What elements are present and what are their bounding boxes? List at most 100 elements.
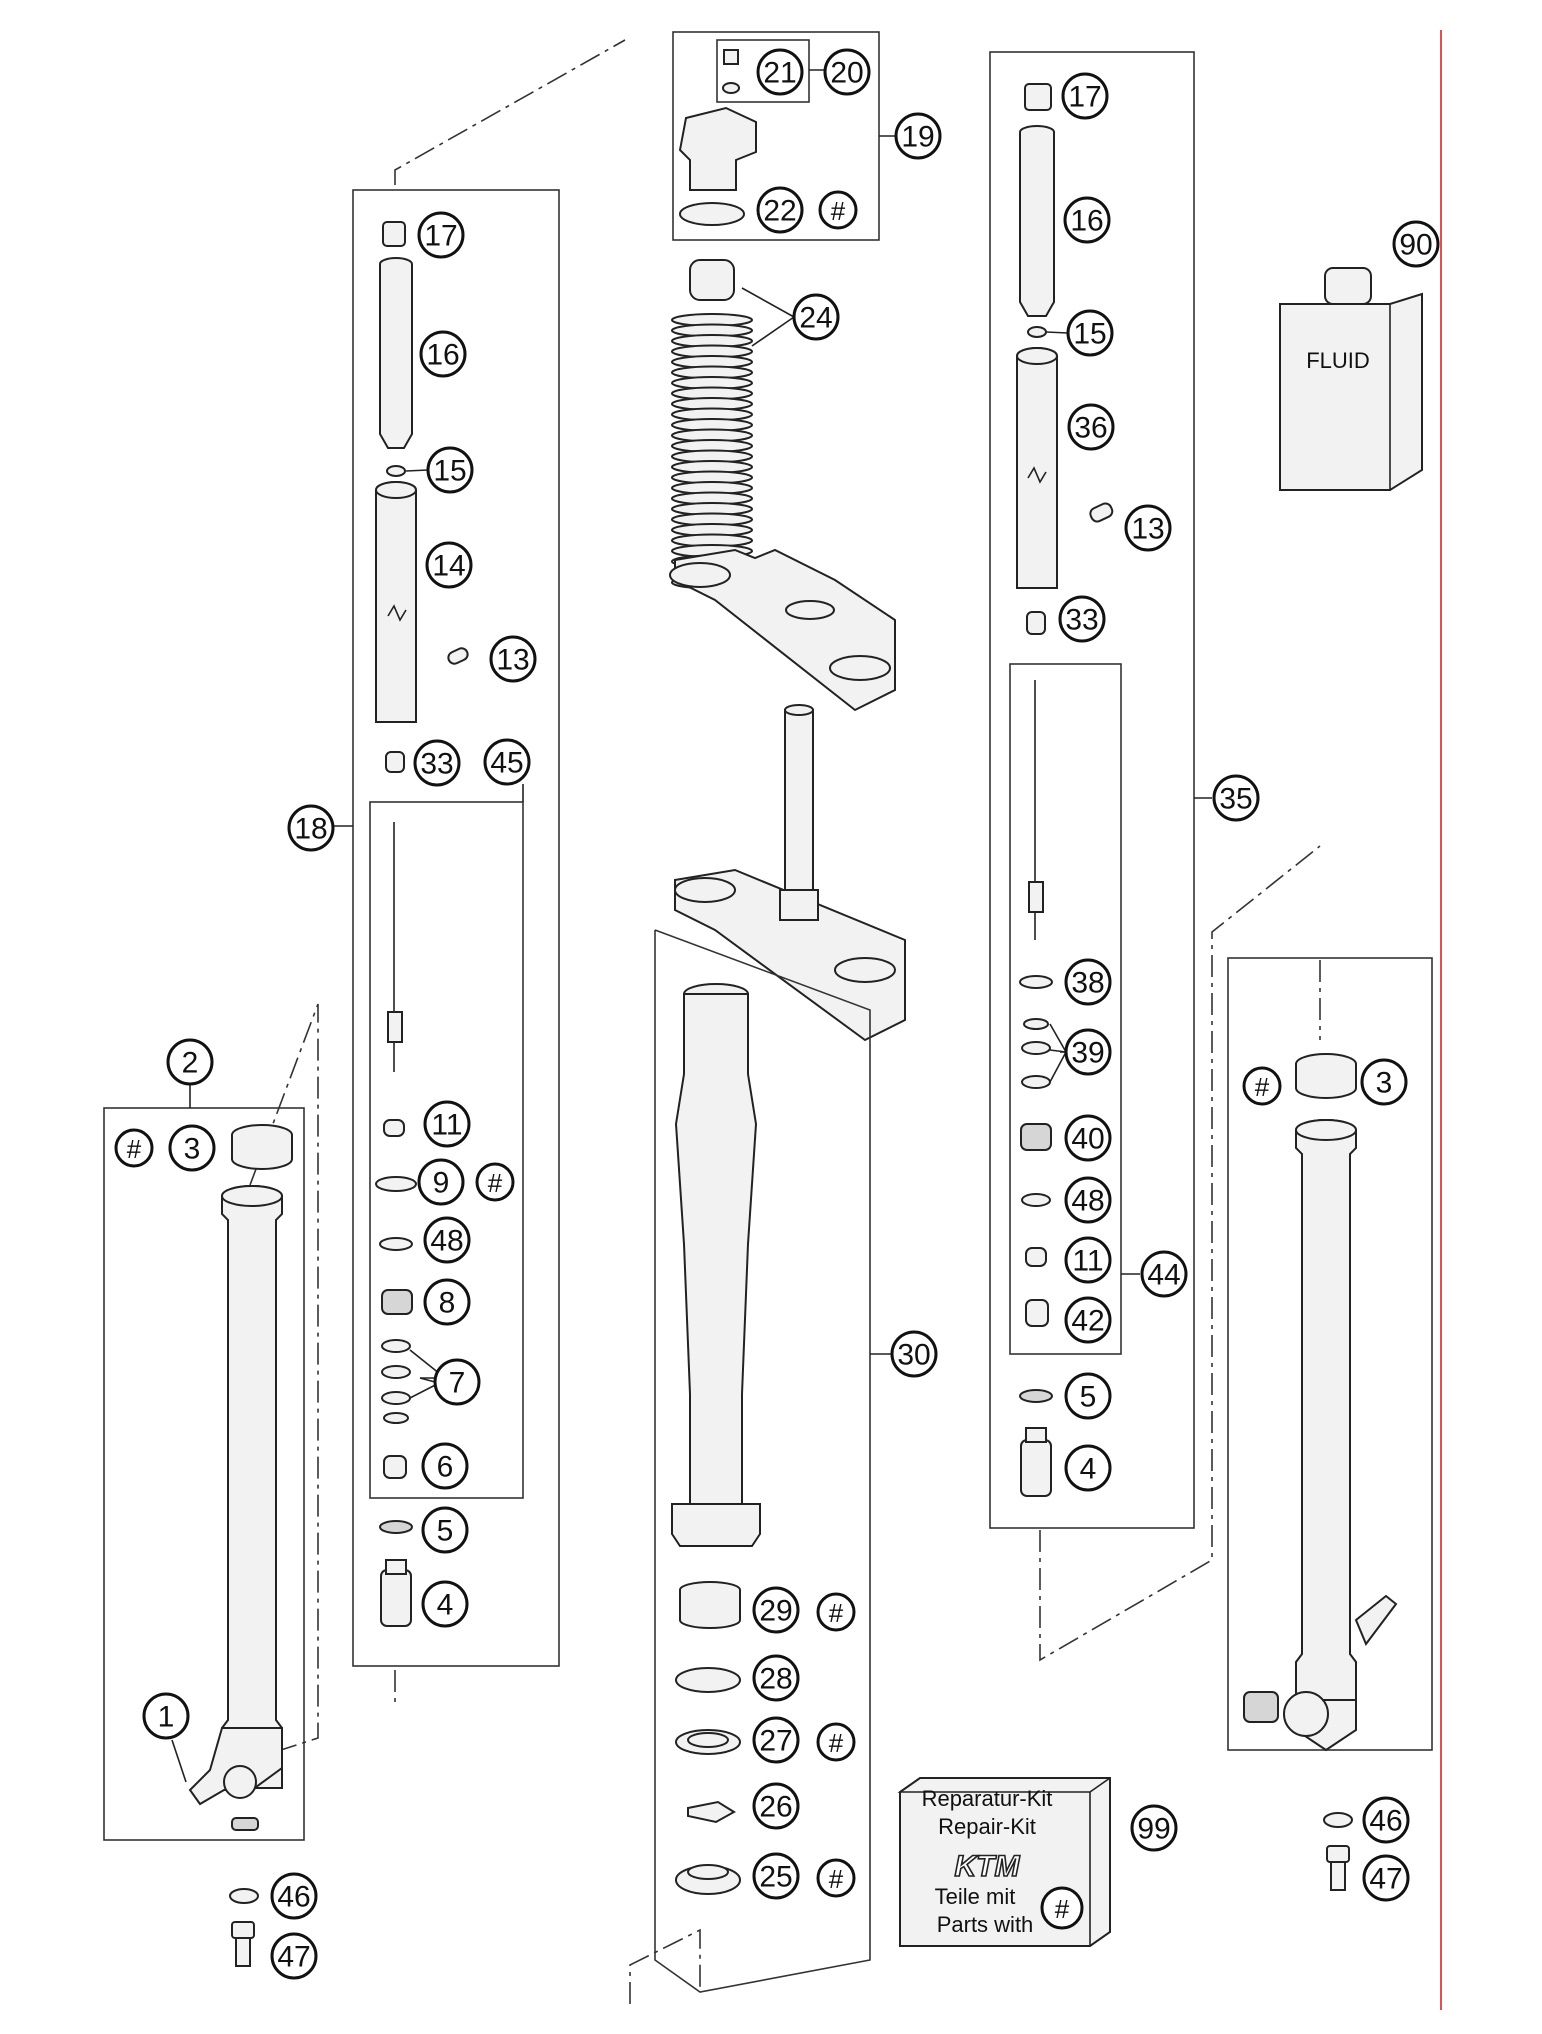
callout-number: 16 (1070, 205, 1103, 238)
right-cartridge-box (989, 51, 1195, 1529)
tube-box (654, 929, 871, 1993)
callout-number: 17 (424, 220, 457, 253)
callout-circle (1058, 595, 1106, 643)
part-callout: 47 (1362, 1854, 1410, 1902)
callout-circle (421, 1442, 469, 1490)
part-callout: 33 (1058, 595, 1106, 643)
part-callout: 8 (423, 1278, 471, 1326)
callout-circle (816, 1858, 856, 1898)
part-callout: 46 (1362, 1796, 1410, 1844)
ktm-logo: KTM (955, 1850, 1021, 1883)
left-damper-box (369, 801, 524, 1499)
part-callout: 45 (483, 738, 531, 786)
part-callout: 24 (792, 293, 840, 341)
part-callout: 27 (752, 1716, 800, 1764)
callout-number: 11 (1072, 1245, 1103, 1278)
callout-number: 24 (799, 302, 832, 335)
hash-callout: # (114, 1128, 154, 1168)
part-callout: 13 (1124, 504, 1172, 552)
hash-callout: # (816, 1858, 856, 1898)
callout-number: 14 (432, 550, 465, 583)
callout-number: # (829, 1598, 844, 1628)
callout-number: 3 (184, 1133, 201, 1166)
part-callout: 38 (1064, 958, 1112, 1006)
callout-number: 15 (1073, 318, 1106, 351)
part-callout: 33 (413, 739, 461, 787)
callout-circle (792, 293, 840, 341)
callout-circle (270, 1932, 318, 1980)
hash-callout: # (1040, 1886, 1084, 1930)
callout-number: 4 (437, 1589, 454, 1622)
part-callout: 5 (421, 1506, 469, 1554)
hash-callout: # (816, 1592, 856, 1632)
callout-number: 13 (1131, 513, 1164, 546)
callout-number: 7 (449, 1367, 466, 1400)
callout-circle (894, 112, 942, 160)
callout-circle (426, 446, 474, 494)
callout-number: 45 (490, 747, 523, 780)
callout-circle (142, 1692, 190, 1740)
callout-circle (752, 1586, 800, 1634)
hash-callout: # (818, 190, 858, 230)
callout-circle (1242, 1066, 1282, 1106)
callout-circle (1064, 1176, 1112, 1224)
callout-number: 42 (1071, 1305, 1104, 1338)
part-callout: 16 (419, 330, 467, 378)
part-callout: 5 (1064, 1372, 1112, 1420)
callout-circle (270, 1872, 318, 1920)
callout-circle (1064, 1236, 1112, 1284)
callout-number: 19 (901, 121, 934, 154)
callout-number: 90 (1399, 229, 1432, 262)
callout-circle (166, 1038, 214, 1086)
callout-number: 36 (1074, 412, 1107, 445)
callout-circle (816, 1592, 856, 1632)
callout-circle (1212, 774, 1260, 822)
callout-number: 18 (294, 813, 327, 846)
part-callout: 11 (423, 1100, 471, 1148)
callout-number: 48 (1071, 1185, 1104, 1218)
callout-number: # (127, 1134, 142, 1164)
part-callout: 46 (270, 1872, 318, 1920)
part-callout: 44 (1140, 1250, 1188, 1298)
fluid-label: FLUID (1306, 348, 1370, 373)
callout-number: # (831, 196, 846, 226)
right-leg-box (1227, 957, 1433, 1751)
kit-line2: Repair-Kit (938, 1814, 1036, 1839)
part-callout: 3 (1360, 1058, 1408, 1106)
leader-line (751, 316, 795, 347)
callout-number: # (488, 1168, 503, 1198)
callout-number: 47 (277, 1941, 310, 1974)
hash-callout: # (816, 1722, 856, 1762)
callout-circle (1064, 1372, 1112, 1420)
callout-number: 22 (763, 195, 796, 228)
kit-line1: Reparatur-Kit (922, 1786, 1053, 1811)
callout-circle (1064, 1296, 1112, 1344)
leader-line (1045, 331, 1069, 334)
part-callout: 47 (270, 1932, 318, 1980)
part-callout: 2 (166, 1038, 214, 1086)
part-callout: 39 (1064, 1028, 1112, 1076)
callout-circle (752, 1654, 800, 1702)
right-damper-box (1009, 663, 1122, 1355)
part-callout: 13 (489, 635, 537, 683)
callout-number: 1 (158, 1701, 175, 1734)
callout-number: 21 (763, 57, 796, 90)
leader-line (1049, 1051, 1067, 1083)
part-callout: 7 (433, 1358, 481, 1406)
leader-line (1049, 1023, 1067, 1053)
callout-number: 40 (1071, 1123, 1104, 1156)
callout-circle (1066, 309, 1114, 357)
part-callout: 36 (1067, 403, 1115, 451)
callout-number: 46 (277, 1881, 310, 1914)
callout-circle (1392, 220, 1440, 268)
part-callout: 28 (752, 1654, 800, 1702)
part-callout: 22 (756, 186, 804, 234)
callout-circle (1064, 958, 1112, 1006)
callout-circle (756, 186, 804, 234)
part-callout: 4 (1064, 1444, 1112, 1492)
callout-circle (433, 1358, 481, 1406)
callout-circle (1061, 72, 1109, 120)
leader-line (405, 469, 429, 472)
callout-circle (1124, 504, 1172, 552)
callout-number: 39 (1071, 1037, 1104, 1070)
